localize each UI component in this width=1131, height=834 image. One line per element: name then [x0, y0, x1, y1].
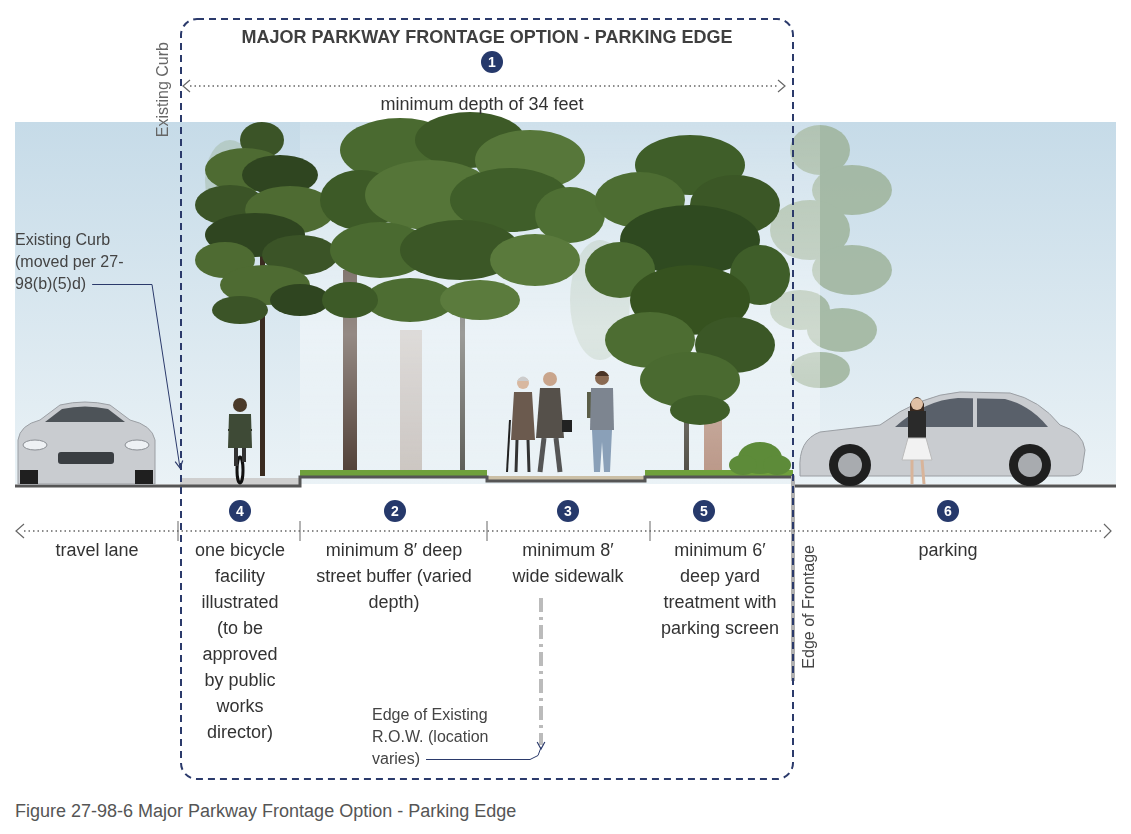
- pedestrians: [528, 440, 529, 472]
- note-label: Existing Curb (moved per 27-98(b)(5)d): [15, 229, 141, 295]
- dimension-lines: [650, 521, 651, 541]
- leader-line: [92, 285, 180, 469]
- parking-screen-shrub: [729, 442, 791, 475]
- pedestrians: [511, 392, 535, 440]
- pedestrian-by-car: [911, 398, 923, 410]
- right-tree-canopy: [585, 135, 790, 425]
- pedestrians: [562, 420, 572, 432]
- zone-label: minimum 8′ wide sidewalk: [503, 537, 633, 589]
- note-label: Edge of Existing R.O.W. (location varies…: [372, 704, 512, 770]
- pine-canopy: [212, 296, 268, 324]
- cyclist: [233, 398, 247, 412]
- frame-title: MAJOR PARKWAY FRONTAGE OPTION - PARKING …: [180, 26, 794, 48]
- parking-screen-shrub: [763, 455, 791, 475]
- zone-label: parking: [918, 537, 977, 563]
- car-front-view: [23, 440, 47, 450]
- pedestrians: [543, 372, 557, 386]
- pedestrians: [517, 377, 529, 389]
- leader-line: [426, 748, 541, 760]
- zone-label: one bicycle facility illustrated (to be …: [192, 537, 288, 745]
- callout-number: 4: [229, 500, 251, 522]
- pedestrians: [507, 371, 614, 472]
- dimension-lines: [190, 85, 778, 87]
- pedestrians: [507, 420, 510, 472]
- pedestrians: [595, 371, 609, 385]
- callout-number: 3: [557, 500, 579, 522]
- pedestrian-by-car: [922, 460, 924, 484]
- edge-of-frontage-bar: [791, 476, 795, 681]
- car-side-view: [838, 453, 862, 477]
- car-side-view: [1009, 444, 1051, 486]
- fog: [300, 122, 820, 476]
- pedestrians: [595, 371, 609, 376]
- cyclist: [228, 398, 252, 483]
- car-front-view: [125, 440, 149, 450]
- curb-marker-label: Existing Curb: [153, 42, 172, 137]
- pedestrians: [517, 377, 529, 382]
- figure-caption: Figure 27-98-6 Major Parkway Frontage Op…: [15, 800, 516, 822]
- pedestrians: [556, 438, 560, 472]
- pedestrians: [516, 440, 517, 472]
- pedestrians: [536, 388, 564, 438]
- leader-lines: [92, 285, 545, 760]
- car-front-view: [20, 470, 38, 484]
- dimension-lines: [778, 80, 785, 92]
- car-side-view: [973, 398, 977, 427]
- callout-number: 5: [693, 500, 715, 522]
- dimension-lines: [178, 521, 179, 541]
- central-canopy: [320, 112, 605, 322]
- dimension-lines: [1104, 524, 1111, 538]
- pedestrian-by-car: [902, 438, 932, 460]
- car-front-view: [45, 407, 125, 423]
- central-canopy: [535, 187, 605, 243]
- pedestrians: [592, 430, 612, 472]
- callout-number: 2: [384, 500, 406, 522]
- dimension-lines: [300, 521, 301, 541]
- cyclist: [242, 448, 246, 462]
- callout-number: 1: [481, 51, 503, 73]
- central-canopy: [322, 282, 378, 318]
- pedestrians: [590, 388, 614, 430]
- central-canopy: [440, 280, 520, 320]
- car-side-view: [800, 392, 1085, 486]
- pedestrian-by-car: [908, 411, 926, 440]
- dimension-lines: [183, 80, 190, 92]
- central-canopy: [490, 234, 580, 286]
- car-side-view: [1018, 453, 1042, 477]
- frame-outline: [181, 19, 793, 779]
- dimension-lines: [24, 530, 1104, 532]
- zone-label: travel lane: [55, 537, 138, 563]
- dimension-lines: [487, 521, 488, 541]
- cyclist: [228, 414, 252, 448]
- frame-box: MAJOR PARKWAY FRONTAGE OPTION - PARKING …: [180, 18, 794, 780]
- right-of-way-line: [539, 598, 543, 745]
- pine-canopy: [270, 284, 330, 316]
- right-tree-canopy: [670, 395, 730, 425]
- car-front-view: [18, 402, 155, 484]
- background-pines: [812, 245, 892, 295]
- pedestrian-by-car: [911, 460, 914, 484]
- pedestrians: [540, 438, 544, 472]
- parking-screen-shrub: [729, 455, 757, 475]
- dimension-label: minimum depth of 34 feet: [380, 91, 583, 117]
- frame-outline: [180, 18, 794, 780]
- car-side-view: [829, 444, 871, 486]
- car-front-view: [58, 452, 114, 464]
- zone-label: minimum 6′ deep yard treatment with park…: [655, 537, 785, 641]
- car-front-view: [135, 470, 153, 484]
- car-front-view: [18, 402, 155, 484]
- pedestrian-by-car: [902, 397, 932, 484]
- zone-label: minimum 8′ deep street buffer (varied de…: [307, 537, 482, 615]
- edge-marker-label: Edge of Frontage: [799, 545, 818, 669]
- pine-canopy: [195, 122, 338, 324]
- callout-number: 6: [937, 500, 959, 522]
- leader-arrowhead: [537, 742, 545, 749]
- dimension-lines: [16, 524, 24, 538]
- cyclist: [234, 448, 238, 466]
